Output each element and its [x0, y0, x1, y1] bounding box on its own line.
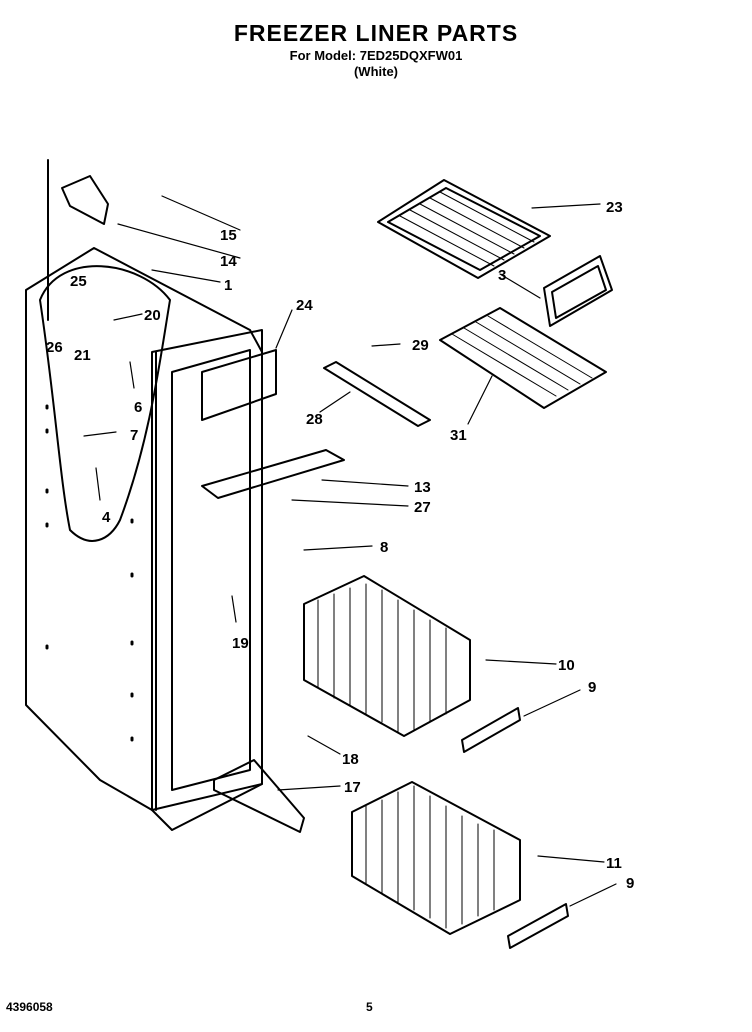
- color-line: (White): [353, 64, 399, 79]
- callout-4: 4: [102, 509, 111, 526]
- callout-15: 15: [220, 227, 237, 244]
- model-line: For Model: 7ED25DQXFW01: [289, 48, 463, 63]
- callout-14: 14: [220, 253, 237, 270]
- diagram-title: FREEZER LINER PARTS: [233, 20, 519, 46]
- callout-9-bottom: 9: [626, 875, 634, 892]
- callout-23: 23: [606, 199, 623, 216]
- callout-21: 21: [74, 347, 91, 364]
- callout-31: 31: [450, 427, 467, 444]
- callout-7: 7: [130, 427, 138, 444]
- page-number: 5: [366, 1000, 373, 1014]
- liner-cabinet: [25, 247, 263, 831]
- callout-29: 29: [412, 337, 429, 354]
- callout-27: 27: [414, 499, 431, 516]
- callout-1: 1: [224, 277, 232, 294]
- callout-17: 17: [344, 779, 361, 796]
- document-number: 4396058: [6, 1000, 53, 1014]
- callout-20: 20: [144, 307, 161, 324]
- callout-6: 6: [134, 399, 142, 416]
- callout-25: 25: [70, 273, 87, 290]
- callout-28: 28: [306, 411, 323, 428]
- callout-3: 3: [498, 267, 506, 284]
- callout-11: 11: [606, 855, 622, 872]
- callout-8: 8: [380, 539, 388, 556]
- callout-9-top: 9: [588, 679, 596, 696]
- callout-24: 24: [296, 297, 313, 314]
- callout-19: 19: [232, 635, 249, 652]
- callout-10: 10: [558, 657, 575, 674]
- callout-13: 13: [414, 479, 431, 496]
- callout-26: 26: [46, 339, 63, 356]
- callout-18: 18: [342, 751, 359, 768]
